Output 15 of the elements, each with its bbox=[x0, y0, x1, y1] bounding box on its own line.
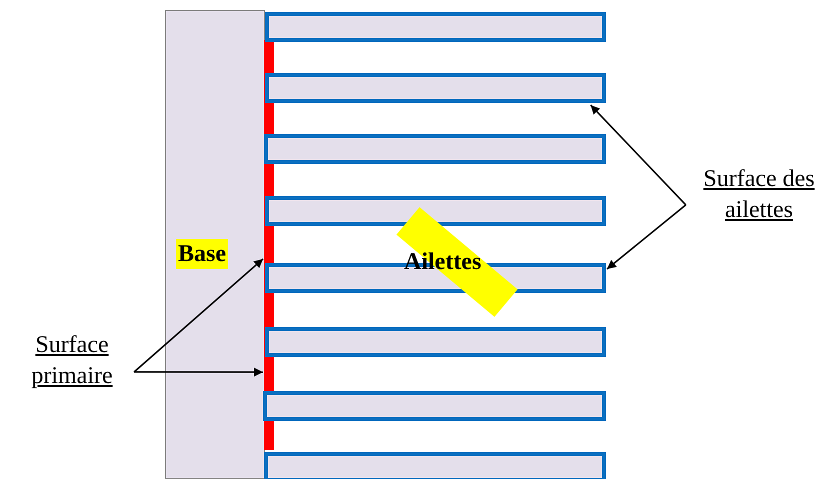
fin-bar bbox=[265, 327, 606, 357]
base-block bbox=[165, 10, 265, 479]
fin-bar bbox=[265, 12, 606, 42]
leader-arrow bbox=[134, 258, 264, 373]
base-label: Base bbox=[176, 239, 228, 269]
fin-bar bbox=[264, 134, 606, 164]
fin-bar bbox=[265, 73, 606, 103]
fin-bar bbox=[263, 391, 606, 421]
callout-label: Surface primaire bbox=[12, 330, 132, 392]
callout-label: Surface des ailettes bbox=[680, 164, 838, 226]
leader-arrow bbox=[134, 368, 263, 377]
leader-arrow bbox=[606, 204, 686, 270]
fin-bar bbox=[265, 196, 606, 226]
fin-bar bbox=[264, 452, 606, 479]
leader-arrow bbox=[590, 104, 686, 206]
